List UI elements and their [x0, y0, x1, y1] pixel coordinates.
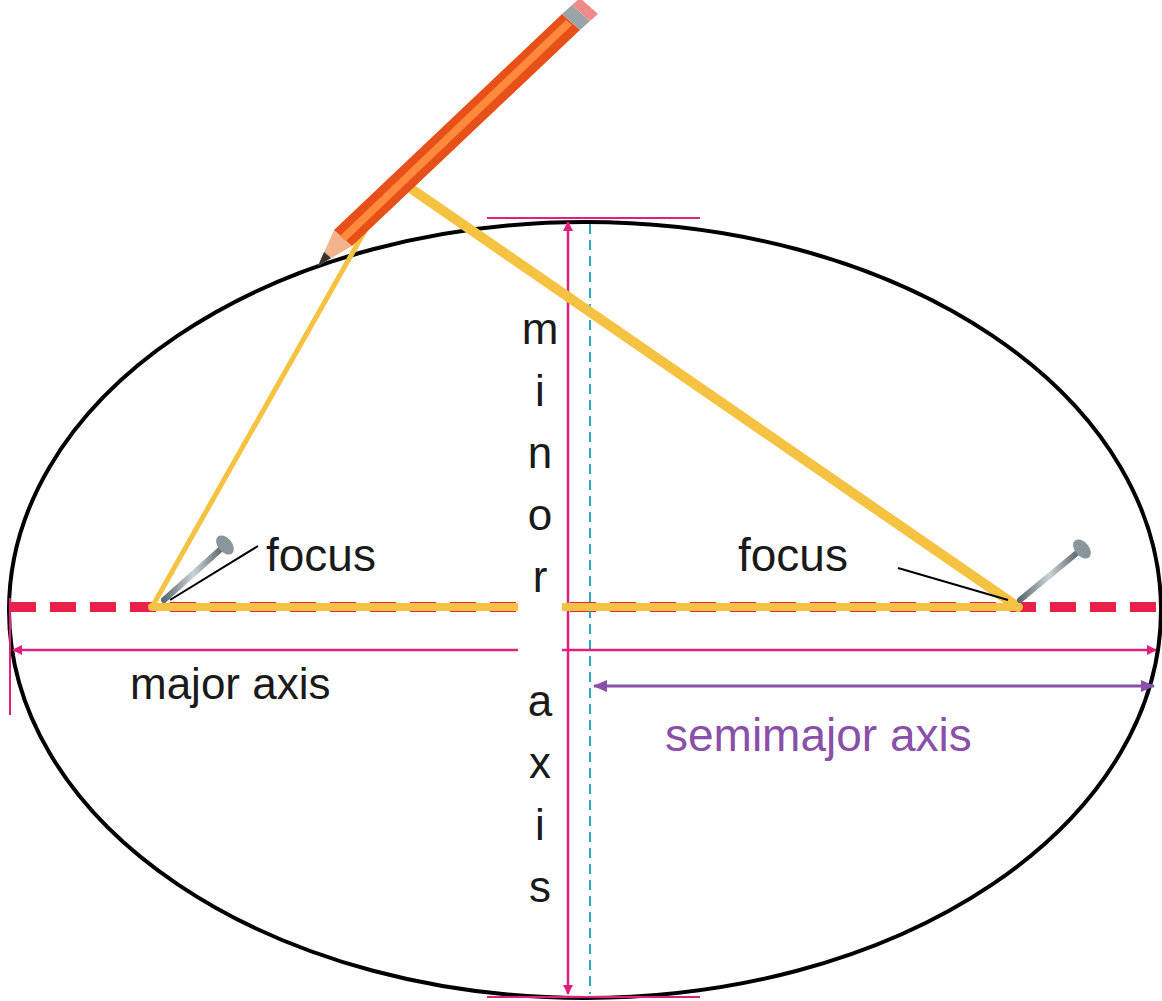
- leader-line: [170, 546, 258, 600]
- axis-letter: [518, 608, 562, 670]
- axis-letter: o: [518, 484, 562, 546]
- focus-label: focus: [738, 532, 848, 578]
- axis-letter: s: [518, 856, 562, 918]
- axis-letter: m: [518, 298, 562, 360]
- axis-label: minor axis: [518, 298, 562, 918]
- minor-axis-tick: [487, 217, 700, 219]
- axis-letter: n: [518, 422, 562, 484]
- leader-line: [898, 568, 1008, 600]
- axis-letter: x: [518, 732, 562, 794]
- focus-label: focus: [266, 532, 376, 578]
- axis-letter: i: [518, 360, 562, 422]
- axis-label: semimajor axis: [665, 712, 972, 758]
- semimajor-axis-arrow: [594, 685, 1154, 688]
- axis-label: major axis: [130, 662, 331, 706]
- minor-axis-tick: [487, 996, 700, 998]
- major-axis-line: [10, 602, 1162, 612]
- major-axis-tick: [9, 598, 11, 715]
- major-axis-arrow: [13, 649, 1156, 652]
- axis-letter: a: [518, 670, 562, 732]
- string: [152, 176, 1018, 607]
- nail: [164, 532, 1094, 600]
- ellipse-orbit: [9, 222, 1161, 998]
- pencil: [318, 0, 598, 266]
- axis-letter: i: [518, 794, 562, 856]
- axis-letter: r: [518, 546, 562, 608]
